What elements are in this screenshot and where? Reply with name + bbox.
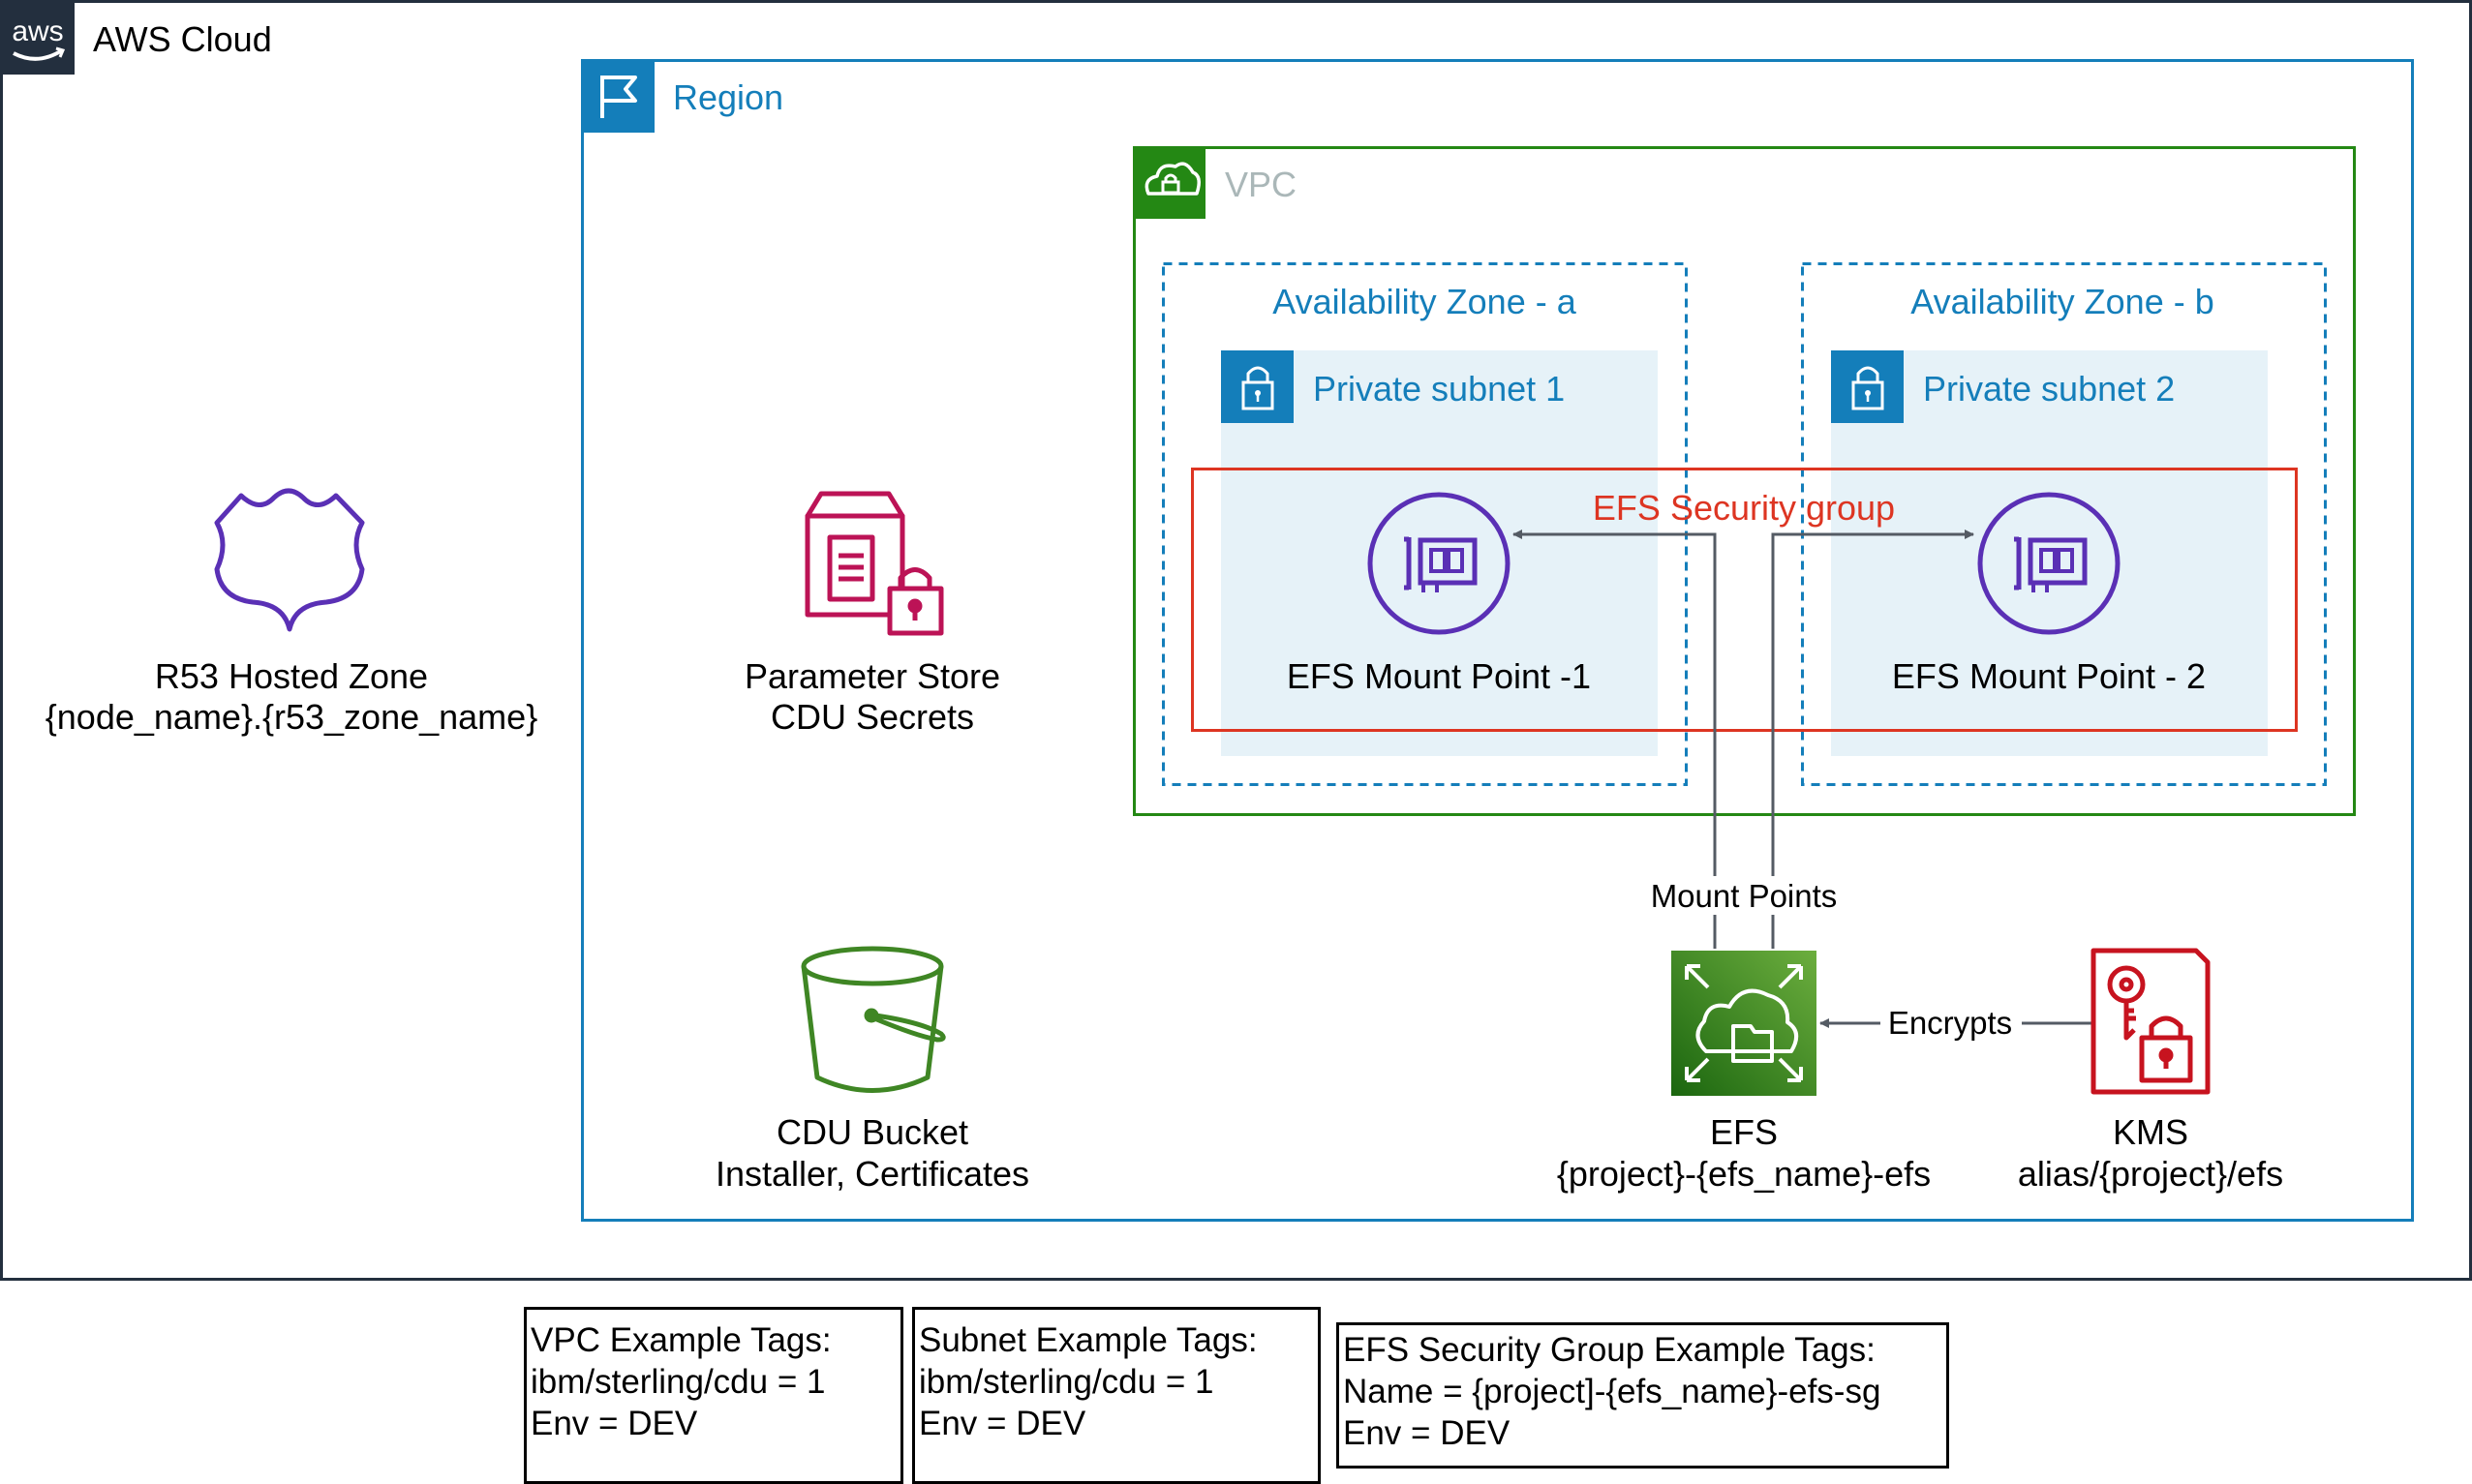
parameter-store-icon [805, 491, 944, 636]
mount-point-connectors: Mount Points [1512, 530, 1974, 949]
encrypts-connector: Encrypts [1819, 1003, 2091, 1044]
connector-mount-point-2 [1771, 530, 1974, 949]
vpc-tag-line: Env = DEV [531, 1405, 698, 1442]
parameter-store: Parameter Store CDU Secrets [745, 491, 1000, 737]
security-group-label: EFS Security group [1593, 488, 1895, 528]
efs-security-group: EFS Security group [1191, 468, 2298, 732]
subnet-tags-title: Subnet Example Tags: [919, 1321, 1258, 1359]
aws-logo-text: aws [12, 15, 63, 47]
kms-icon [2091, 948, 2211, 1095]
mount-point-1-label: EFS Mount Point -1 [1287, 656, 1591, 696]
az-a-label: Availability Zone - a [1272, 282, 1576, 321]
vpc-tag-line: ibm/sterling/cdu = 1 [531, 1363, 826, 1401]
private-subnet-2: Private subnet 2 [1831, 350, 2268, 756]
region-label: Region [673, 77, 783, 117]
region-group: Region [581, 59, 2414, 1222]
efs-mount-point-1: EFS Mount Point -1 [1287, 492, 1591, 696]
r53-hosted-zone: R53 Hosted Zone {node_name}.{r53_zone_na… [46, 488, 537, 737]
mount-points-edge-label: Mount Points [1651, 878, 1838, 914]
subnet-example-tags: Subnet Example Tags: ibm/sterling/cdu = … [912, 1307, 1321, 1484]
subnet-2-lock-icon [1831, 350, 1904, 423]
efs-sg-tag-line: Env = DEV [1343, 1414, 1511, 1452]
efs-sg-tags-title: EFS Security Group Example Tags: [1343, 1331, 1876, 1369]
aws-logo-icon: aws [1, 1, 75, 75]
subnet-1-lock-icon [1221, 350, 1294, 423]
r53-label-line1: R53 Hosted Zone [155, 656, 428, 696]
vpc-example-tags: VPC Example Tags: ibm/sterling/cdu = 1 E… [524, 1307, 903, 1484]
aws-cloud-label: AWS Cloud [93, 19, 272, 59]
subnet-2-label: Private subnet 2 [1923, 369, 2175, 409]
subnet-1-label: Private subnet 1 [1313, 369, 1565, 409]
subnet-tag-line: Env = DEV [919, 1405, 1086, 1442]
kms-label-line1: KMS [2113, 1112, 2188, 1152]
connector-mount-point-1 [1512, 530, 1717, 949]
mount-point-2-label: EFS Mount Point - 2 [1892, 656, 2206, 696]
efs-sg-tag-line: Name = {project]-{efs_name}-efs-sg [1343, 1373, 1881, 1410]
parameter-store-label-line2: CDU Secrets [771, 697, 974, 737]
subnet-tag-line: ibm/sterling/cdu = 1 [919, 1363, 1214, 1401]
kms-key: KMS alias/{project}/efs [2018, 948, 2283, 1194]
cdu-bucket: CDU Bucket Installer, Certificates [716, 946, 1029, 1194]
network-interface-icon [1367, 492, 1511, 635]
vpc-cloud-icon [1134, 147, 1205, 219]
cdu-bucket-label-line2: Installer, Certificates [716, 1154, 1029, 1194]
efs-label-line2: {project}-{efs_name}-efs [1557, 1154, 1931, 1194]
availability-zone-b: Availability Zone - b [1801, 262, 2327, 786]
efs-icon [1671, 951, 1816, 1096]
network-interface-icon [1977, 492, 2121, 635]
s3-bucket-icon [801, 946, 946, 1093]
r53-label-line2: {node_name}.{r53_zone_name} [46, 697, 537, 737]
region-flag-icon [582, 60, 655, 133]
az-b-label: Availability Zone - b [1910, 282, 2214, 321]
private-subnet-1: Private subnet 1 [1221, 350, 1658, 756]
efs-mount-point-2: EFS Mount Point - 2 [1892, 492, 2206, 696]
vpc-group: VPC [1133, 146, 2356, 816]
vpc-label: VPC [1225, 165, 1297, 204]
efs-sg-example-tags: EFS Security Group Example Tags: Name = … [1336, 1322, 1949, 1469]
route53-shield-icon [214, 488, 365, 632]
parameter-store-label-line1: Parameter Store [745, 656, 1000, 696]
encrypts-edge-label: Encrypts [1888, 1005, 2012, 1041]
vpc-tags-title: VPC Example Tags: [531, 1321, 832, 1359]
efs-label-line1: EFS [1710, 1112, 1778, 1152]
availability-zone-a: Availability Zone - a [1162, 262, 1688, 786]
efs-filesystem: EFS {project}-{efs_name}-efs [1557, 951, 1931, 1194]
cdu-bucket-label-line1: CDU Bucket [777, 1112, 968, 1152]
kms-label-line2: alias/{project}/efs [2018, 1154, 2283, 1194]
